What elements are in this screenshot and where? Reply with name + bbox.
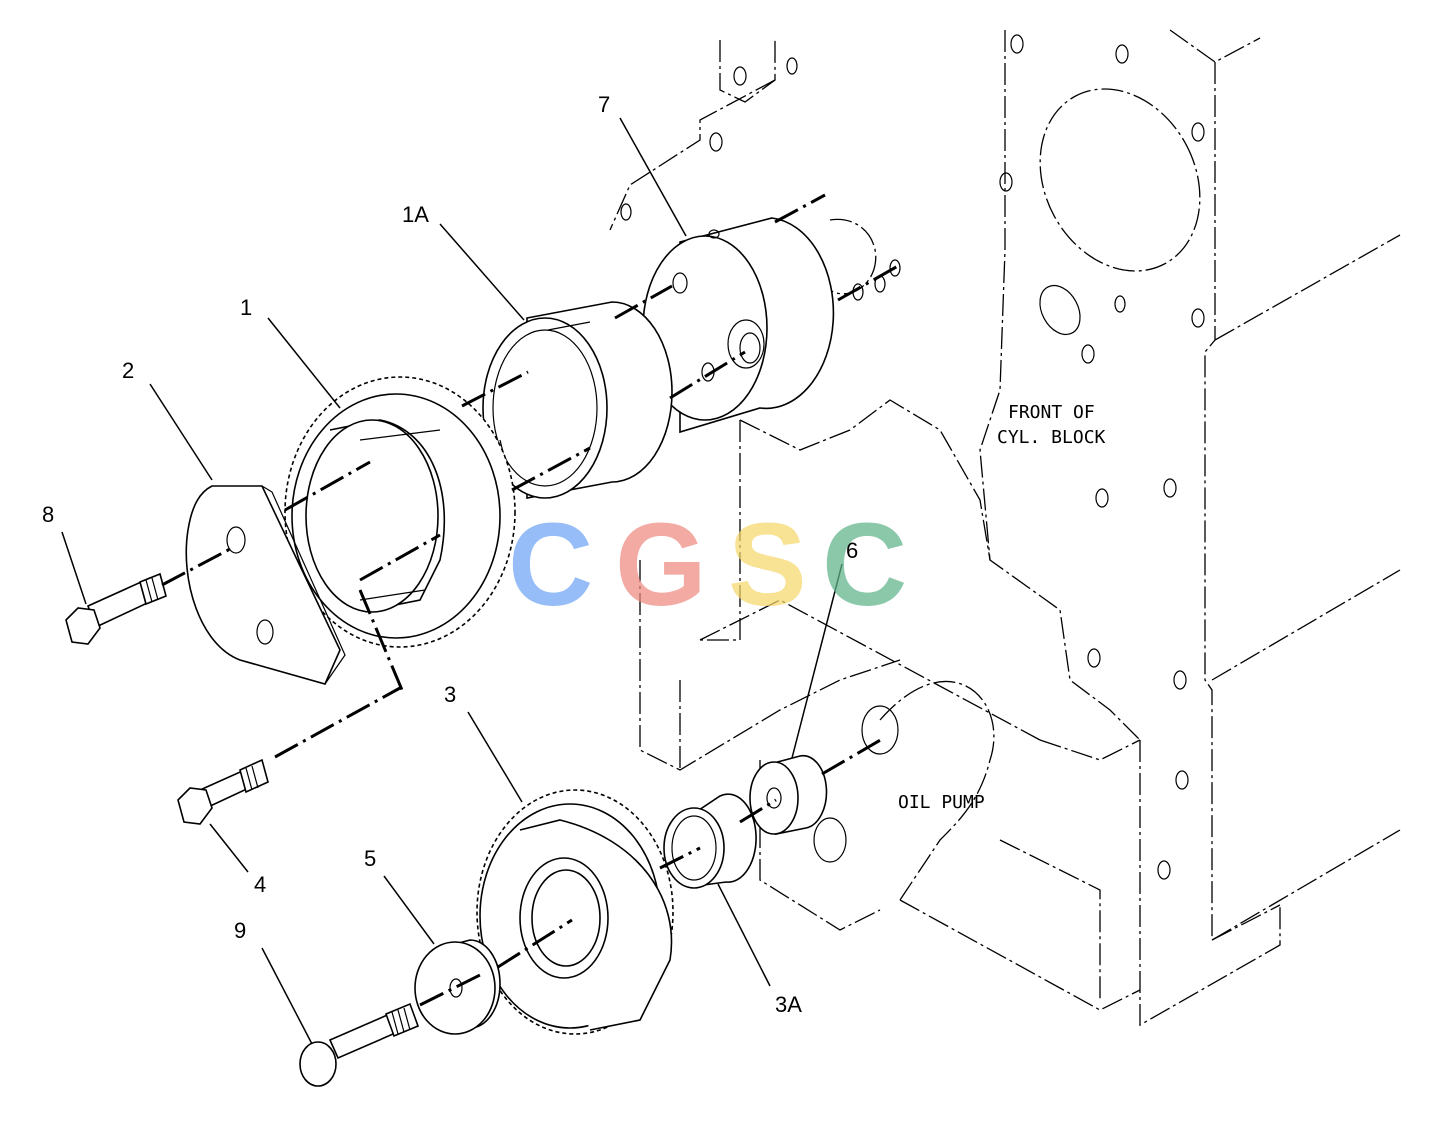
part-3-small-gear[interactable] (476, 789, 674, 1035)
part-1a-bushing[interactable] (482, 301, 673, 499)
callout-3a: 3A (775, 992, 802, 1017)
callout-2: 2 (122, 358, 134, 383)
callout-9: 9 (234, 918, 246, 943)
part-6-spacer[interactable] (749, 754, 828, 835)
logo-letter-g: G (615, 499, 707, 631)
callout-3: 3 (444, 682, 456, 707)
part-5-washer[interactable] (414, 939, 501, 1035)
part-7-hub[interactable] (642, 217, 835, 434)
front-of-block-label-line2: CYL. BLOCK (997, 427, 1106, 448)
leader-3a (717, 883, 771, 987)
callout-4: 4 (254, 872, 266, 897)
leader-4 (209, 823, 249, 873)
logo-letter-s: S (728, 499, 807, 631)
diagram-text-labels: FRONT OF CYL. BLOCK OIL PUMP (898, 402, 1106, 813)
callout-5: 5 (364, 846, 376, 871)
leader-6 (791, 563, 843, 759)
part-2-plate[interactable] (185, 485, 346, 685)
leader-lines (61, 117, 843, 1045)
part-4-bolt[interactable] (177, 758, 269, 825)
part-9-bolt[interactable] (299, 1002, 420, 1087)
assembly-axes (161, 193, 899, 1007)
leader-1 (267, 317, 341, 409)
callout-1: 1 (240, 295, 252, 320)
leader-5 (383, 875, 435, 945)
part-8-bolt[interactable] (65, 572, 167, 645)
part-3a-bushing[interactable] (663, 793, 757, 889)
cylinder-block (979, 29, 1401, 1027)
logo-letter-c1: C (508, 499, 593, 631)
callout-8: 8 (42, 502, 54, 527)
callout-1a: 1A (402, 202, 429, 227)
callout-6: 6 (846, 538, 858, 563)
leader-2 (149, 383, 213, 481)
front-of-block-label-line1: FRONT OF (1008, 402, 1095, 423)
watermark-logo: C G S C (508, 499, 907, 631)
logo-letter-c2: C (822, 499, 907, 631)
leader-3 (467, 711, 523, 803)
leader-8 (61, 531, 87, 605)
callout-7: 7 (598, 92, 610, 117)
leader-9 (261, 947, 313, 1045)
part-1-large-gear[interactable] (284, 376, 516, 648)
leader-1a (439, 223, 525, 321)
leader-7 (619, 117, 687, 237)
callout-labels: 1 1A 2 3 3A 4 5 6 7 8 9 (42, 92, 858, 1017)
oil-pump-label: OIL PUMP (898, 792, 985, 813)
block-bolt-holes (999, 34, 1205, 880)
